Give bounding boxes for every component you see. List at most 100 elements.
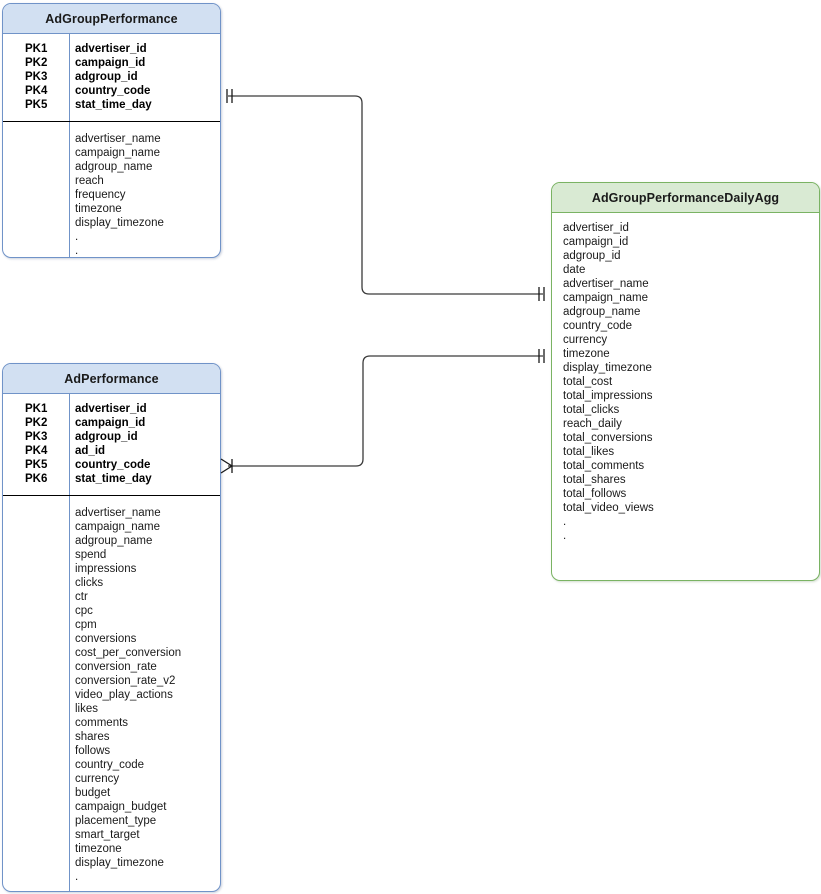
attribute: total_follows <box>563 488 627 500</box>
attribute: advertiser_name <box>75 507 161 519</box>
attribute: campaign_name <box>75 147 161 159</box>
primary-key-label-list: PK1 PK2 PK3 PK4 PK5 <box>25 42 75 112</box>
cardinality-one-or-many-icon <box>220 458 234 474</box>
primary-key-divider <box>3 495 220 497</box>
pk-label: PK4 <box>25 85 48 97</box>
attribute: smart_target <box>75 829 140 841</box>
attribute: likes <box>75 703 99 715</box>
attribute: . <box>563 516 567 528</box>
entity-adgroup-performance-daily-agg[interactable]: AdGroupPerformanceDailyAgg advertiser_id… <box>551 182 820 581</box>
attribute: placement_type <box>75 815 157 827</box>
attribute: . <box>75 231 79 243</box>
pk-field: campaign_id <box>75 417 146 429</box>
attribute: adgroup_name <box>75 535 153 547</box>
attribute: video_play_actions <box>75 689 173 701</box>
attribute: adgroup_name <box>563 306 641 318</box>
cardinality-one-and-only-one-icon <box>226 89 233 103</box>
primary-key-name-list: advertiser_id campaign_id adgroup_id ad_… <box>75 402 152 486</box>
pk-field: country_code <box>75 85 151 97</box>
entity-title-ad-performance: AdPerformance <box>3 364 220 394</box>
attribute: . <box>75 871 79 883</box>
pk-field: country_code <box>75 459 151 471</box>
attribute: shares <box>75 731 110 743</box>
attribute: conversion_rate <box>75 661 157 673</box>
relationship-line <box>228 95 543 295</box>
attribute: comments <box>75 717 129 729</box>
attribute: impressions <box>75 563 137 575</box>
entity-body-adgroup-performance-daily-agg: advertiser_id campaign_id adgroup_id dat… <box>552 213 819 580</box>
entity-adgroup-performance[interactable]: AdGroupPerformance PK1 PK2 PK3 PK4 PK5 a… <box>2 3 221 258</box>
attribute-list: advertiser_id campaign_id adgroup_id dat… <box>563 221 654 543</box>
relationship-ad-to-agg[interactable] <box>220 349 545 474</box>
attribute: cpm <box>75 619 97 631</box>
attribute: . <box>75 245 79 257</box>
pk-label: PK1 <box>25 403 48 415</box>
attribute: total_clicks <box>563 404 620 416</box>
entity-ad-performance[interactable]: AdPerformance PK1 PK2 PK3 PK4 PK5 PK6 ad… <box>2 363 221 892</box>
attribute: budget <box>75 787 111 799</box>
pk-label: PK1 <box>25 43 48 55</box>
attribute: total_cost <box>563 376 613 388</box>
pk-field: advertiser_id <box>75 403 147 415</box>
attribute: total_conversions <box>563 432 653 444</box>
attribute: campaign_name <box>75 521 161 533</box>
attribute: . <box>75 885 79 892</box>
pk-field: campaign_id <box>75 57 146 69</box>
attribute: total_shares <box>563 474 626 486</box>
attribute: timezone <box>563 348 610 360</box>
attribute: country_code <box>563 320 633 332</box>
pk-label: PK2 <box>25 417 48 429</box>
attribute: campaign_id <box>563 236 629 248</box>
attribute: display_timezone <box>75 857 164 869</box>
attribute: date <box>563 264 586 276</box>
pk-field: adgroup_id <box>75 431 138 443</box>
attribute: adgroup_id <box>563 250 621 262</box>
attribute: currency <box>75 773 120 785</box>
attribute: advertiser_name <box>563 278 649 290</box>
attribute: total_video_views <box>563 502 654 514</box>
attribute: total_likes <box>563 446 615 458</box>
attribute-list: advertiser_name campaign_name adgroup_na… <box>75 132 164 257</box>
attribute: display_timezone <box>563 362 652 374</box>
attribute: total_impressions <box>563 390 653 402</box>
attribute: follows <box>75 745 111 757</box>
attribute: cpc <box>75 605 93 617</box>
attribute: advertiser_id <box>563 222 629 234</box>
attribute: campaign_budget <box>75 801 167 813</box>
primary-key-divider <box>3 121 220 123</box>
attribute: currency <box>563 334 608 346</box>
attribute: clicks <box>75 577 104 589</box>
attribute: advertiser_name <box>75 133 161 145</box>
attribute: . <box>563 530 567 542</box>
entity-title-adgroup-performance-daily-agg: AdGroupPerformanceDailyAgg <box>552 183 819 213</box>
attribute: cost_per_conversion <box>75 647 182 659</box>
attribute: spend <box>75 549 107 561</box>
entity-body-ad-performance: PK1 PK2 PK3 PK4 PK5 PK6 advertiser_id ca… <box>3 394 220 891</box>
primary-key-label-list: PK1 PK2 PK3 PK4 PK5 PK6 <box>25 402 75 486</box>
pk-label: PK4 <box>25 445 48 457</box>
attribute: conversions <box>75 633 137 645</box>
attribute-list: advertiser_name campaign_name adgroup_na… <box>75 506 182 892</box>
pk-field: advertiser_id <box>75 43 147 55</box>
cardinality-one-and-only-one-icon <box>538 349 545 363</box>
key-column-divider <box>69 34 71 257</box>
pk-field: ad_id <box>75 445 106 457</box>
entity-body-adgroup-performance: PK1 PK2 PK3 PK4 PK5 advertiser_id campai… <box>3 34 220 257</box>
primary-key-name-list: advertiser_id campaign_id adgroup_id cou… <box>75 42 152 112</box>
pk-label: PK5 <box>25 459 48 471</box>
attribute: reach <box>75 175 104 187</box>
attribute: ctr <box>75 591 88 603</box>
pk-label: PK2 <box>25 57 48 69</box>
pk-label: PK3 <box>25 71 48 83</box>
pk-field: adgroup_id <box>75 71 138 83</box>
pk-label: PK6 <box>25 473 48 485</box>
pk-field: stat_time_day <box>75 473 152 485</box>
relationship-adgroup-to-agg[interactable] <box>226 89 545 301</box>
attribute: adgroup_name <box>75 161 153 173</box>
attribute: frequency <box>75 189 126 201</box>
attribute: timezone <box>75 203 122 215</box>
attribute: total_comments <box>563 460 645 472</box>
key-column-divider <box>69 394 71 891</box>
attribute: conversion_rate_v2 <box>75 675 176 687</box>
